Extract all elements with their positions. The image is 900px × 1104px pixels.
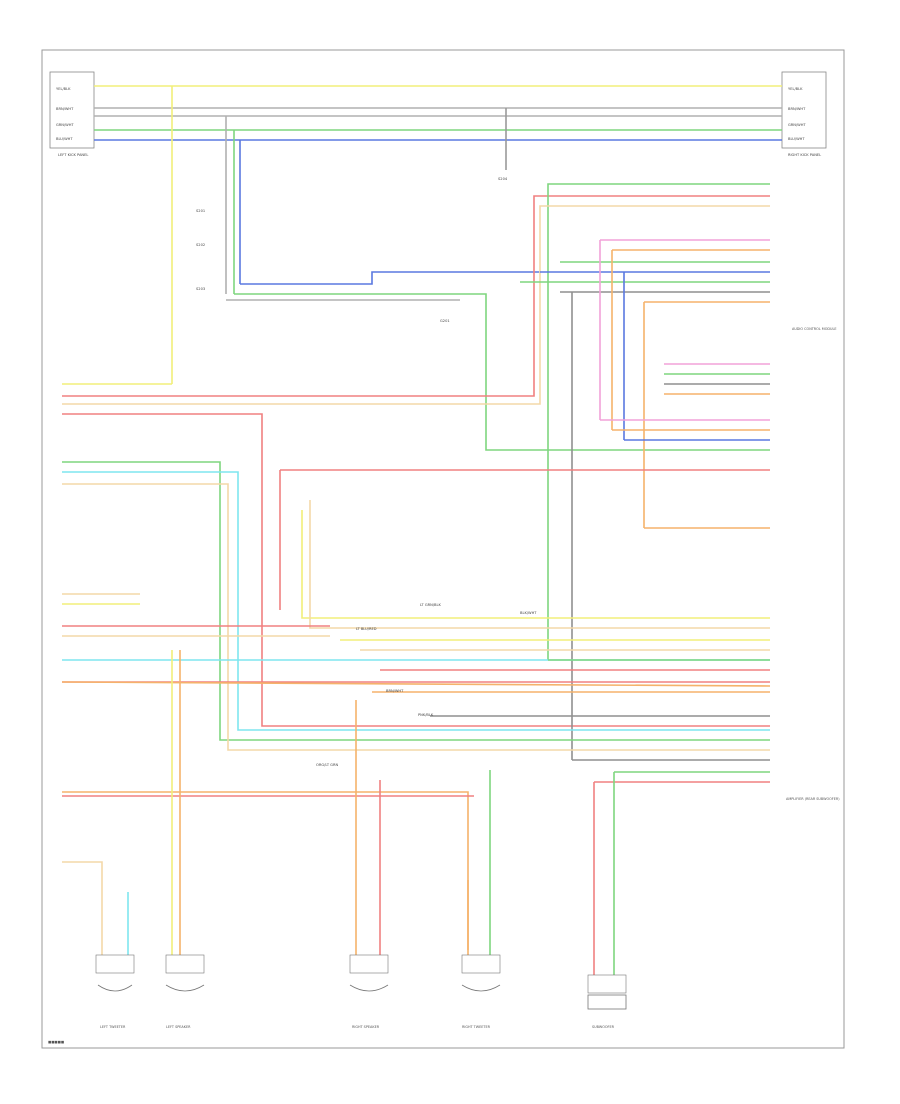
wire-tan-mid — [62, 483, 770, 751]
lf-speaker-connector — [165, 954, 205, 974]
splice-label-4: S204 — [498, 177, 508, 181]
footer-text: ■■■■■ — [48, 1040, 64, 1044]
rt-tweeter-connector — [461, 954, 501, 974]
top-right-label-2: BRN/WHT — [788, 107, 806, 111]
wire-green-run — [234, 293, 770, 451]
diagram-frame — [41, 49, 845, 1049]
subwoofer-label: SUBWOOFER — [592, 1025, 615, 1029]
top-left-label-4: BLU/WHT — [56, 137, 73, 141]
wire-orange-bottom — [62, 791, 469, 950]
splice-label-5: G201 — [440, 319, 450, 323]
wire-tan-top — [62, 205, 770, 405]
wire-green-mid — [62, 461, 770, 741]
top-left-label-2: BRN/WHT — [56, 107, 74, 111]
mid-label-3: LT BLU/RED — [356, 627, 377, 631]
top-right-label-1: YEL/BLK — [788, 87, 803, 91]
splice-label-2: S202 — [196, 243, 205, 247]
wire-yellow-mid — [301, 510, 770, 619]
lt-tweeter-connector — [95, 954, 135, 974]
rt-tweeter-label: RIGHT TWEETER — [462, 1025, 491, 1029]
amp-module-label: AMPLIFIER (REAR SUBWOOFER) — [786, 797, 840, 801]
sub-connector — [587, 974, 627, 994]
lt-tweeter-label: LEFT TWEETER — [100, 1025, 126, 1029]
right-panel-label: RIGHT KICK PANEL — [788, 153, 821, 157]
lf-speaker-icon — [165, 984, 205, 992]
splice-label-3: S203 — [196, 287, 205, 291]
rt-tweeter-icon — [461, 984, 501, 992]
top-right-label-3: GRN/WHT — [788, 123, 806, 127]
lt-tweeter-icon — [97, 984, 133, 992]
mid-label-2: BLK/WHT — [520, 611, 537, 615]
mid-label-1: LT GRN/BLK — [420, 603, 441, 607]
wire-green-top — [547, 183, 770, 660]
wire-blue-run — [240, 271, 540, 285]
left-panel-label: LEFT KICK PANEL — [58, 153, 88, 157]
wire-cyan-mid — [62, 471, 770, 731]
rf-speaker-label: RIGHT SPEAKER — [352, 1025, 380, 1029]
top-right-label-4: BLU/WHT — [788, 137, 805, 141]
subwoofer-icon — [587, 994, 627, 1010]
left-kick-connector — [49, 71, 95, 149]
splice-label-1: S201 — [196, 209, 205, 213]
mid-label-5: BRN/WHT — [386, 689, 404, 693]
rf-speaker-connector — [349, 954, 389, 974]
top-left-label-1: YEL/BLK — [56, 87, 71, 91]
wire-red-top — [62, 195, 770, 397]
wire-lt-tw-1 — [62, 861, 103, 955]
audio-module-label: AUDIO CONTROL MODULE — [792, 327, 837, 331]
rf-speaker-icon — [349, 984, 389, 992]
top-left-label-3: GRN/WHT — [56, 123, 74, 127]
right-kick-connector — [781, 71, 827, 149]
wire-tan-mid2 — [309, 500, 770, 629]
mid-label-4: PNK/BLK — [418, 713, 434, 717]
lf-speaker-label: LEFT SPEAKER — [166, 1025, 191, 1029]
wire-red-2 — [62, 413, 770, 727]
mid-label-6: ORG/LT GRN — [316, 763, 338, 767]
